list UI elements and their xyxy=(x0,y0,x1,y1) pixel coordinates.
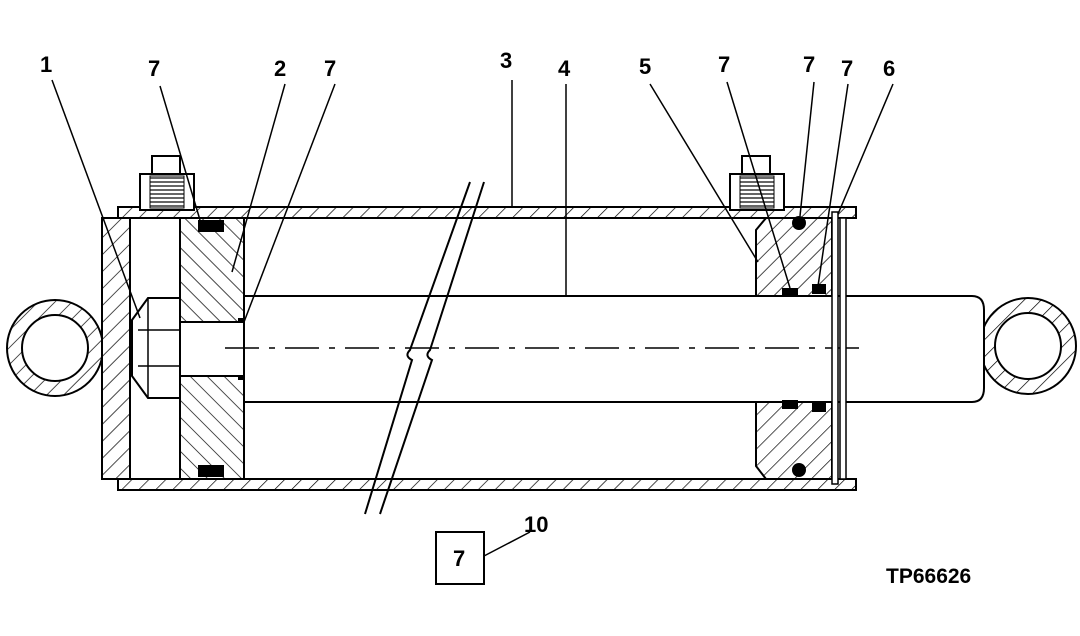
piston-rod xyxy=(225,295,985,403)
callout-1: 1 xyxy=(40,52,52,77)
callout-7-port-seal: 7 xyxy=(148,56,160,81)
callout-7-rod-seal: 7 xyxy=(718,52,730,77)
left-eye-ring xyxy=(6,299,104,397)
barrel-tube xyxy=(117,206,857,491)
callout-3: 3 xyxy=(500,48,512,73)
callout-7-wiper: 7 xyxy=(841,56,853,81)
callout-6: 6 xyxy=(883,56,895,81)
seal-kit-box-label: 7 xyxy=(453,546,465,571)
right-eye-ring xyxy=(979,297,1077,395)
piston-seal-top xyxy=(198,220,224,232)
break-lines xyxy=(364,181,485,515)
callout-10: 10 xyxy=(524,512,548,537)
right-port-fitting xyxy=(729,155,785,211)
callout-7-gland-oring: 7 xyxy=(803,52,815,77)
callout-2: 2 xyxy=(274,56,286,81)
callout-7-piston-oring: 7 xyxy=(324,56,336,81)
rod-stub xyxy=(179,321,245,377)
piston-nut xyxy=(131,297,181,399)
figure-code: TP66626 xyxy=(886,565,971,588)
callout-4: 4 xyxy=(558,56,571,81)
left-port-fitting xyxy=(139,155,195,211)
seal-kit-box: 7 xyxy=(435,531,485,585)
piston-seal-bottom xyxy=(198,465,224,477)
leader-lines xyxy=(51,79,894,557)
callout-5: 5 xyxy=(639,54,651,79)
